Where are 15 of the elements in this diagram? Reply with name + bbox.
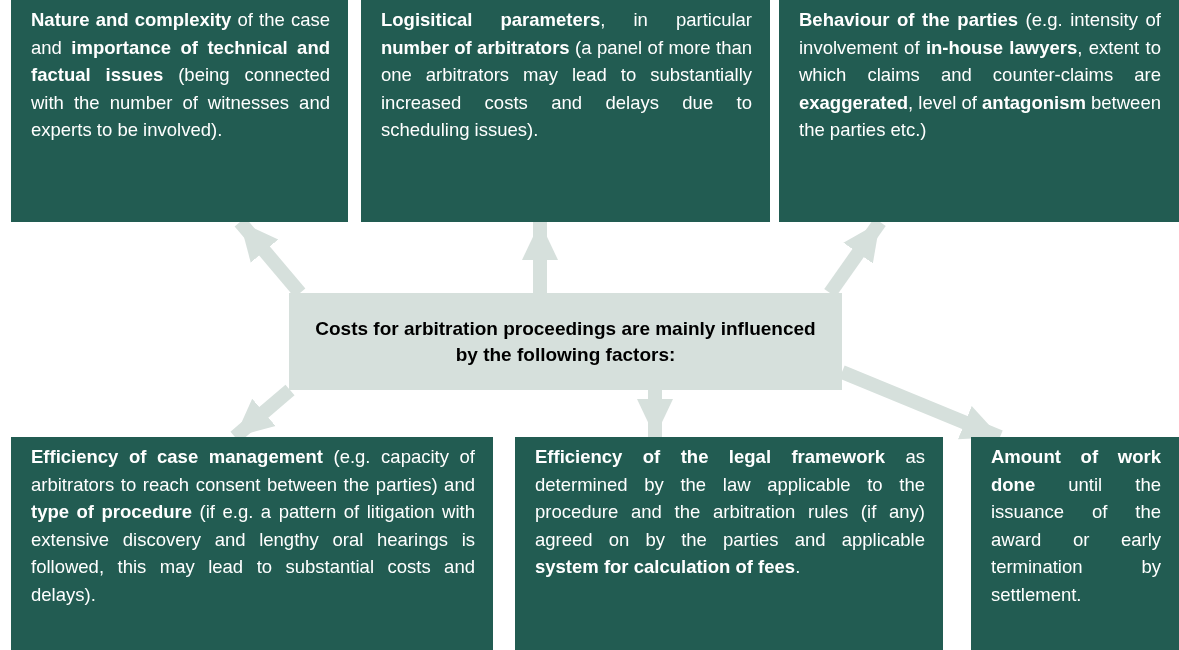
central-topic-box [289, 293, 842, 390]
factor-box [361, 0, 770, 222]
factor-description: Efficiency of the legal framework as determined by the law applicable to the procedure and the arbitration rules (if any) agreed on by the parties and applicable system for calculation of fees. [535, 445, 925, 580]
central-topic-text: Costs for arbitration proceedings are mainly influenced by the following factors: [314, 316, 817, 367]
factor-description: Logisitical parameters, in particular number of arbitrators (a panel of more than one arbitrators may lead to substantially increased costs and delays due to scheduling issues). [381, 8, 752, 143]
factor-box [11, 0, 348, 222]
factor-description: Nature and complexity of the case and importance of technical and factual issues (being connected with the number of witnesses and experts to be involved). [31, 8, 330, 143]
factor-description: Amount of work done until the issuance of the award or early termination by settlement. [991, 445, 1161, 607]
factor-box [779, 0, 1179, 222]
factor-box [971, 437, 1179, 650]
factor-box [11, 437, 493, 650]
arrow [522, 222, 558, 293]
factor-box [515, 437, 943, 650]
factor-description: Efficiency of case management (e.g. capacity of arbitrators to reach consent between the parties) and type of procedure (if e.g. a pattern of litigation with extensive discovery and lengthy oral hearings is followed, this may lead to substantial costs and delays). [31, 445, 475, 607]
factor-description: Behaviour of the parties (e.g. intensity of involvement of in-house lawyers, extent to which claims and counter-claims are exaggerated, level of antagonism between the parties etc.) [799, 8, 1161, 143]
